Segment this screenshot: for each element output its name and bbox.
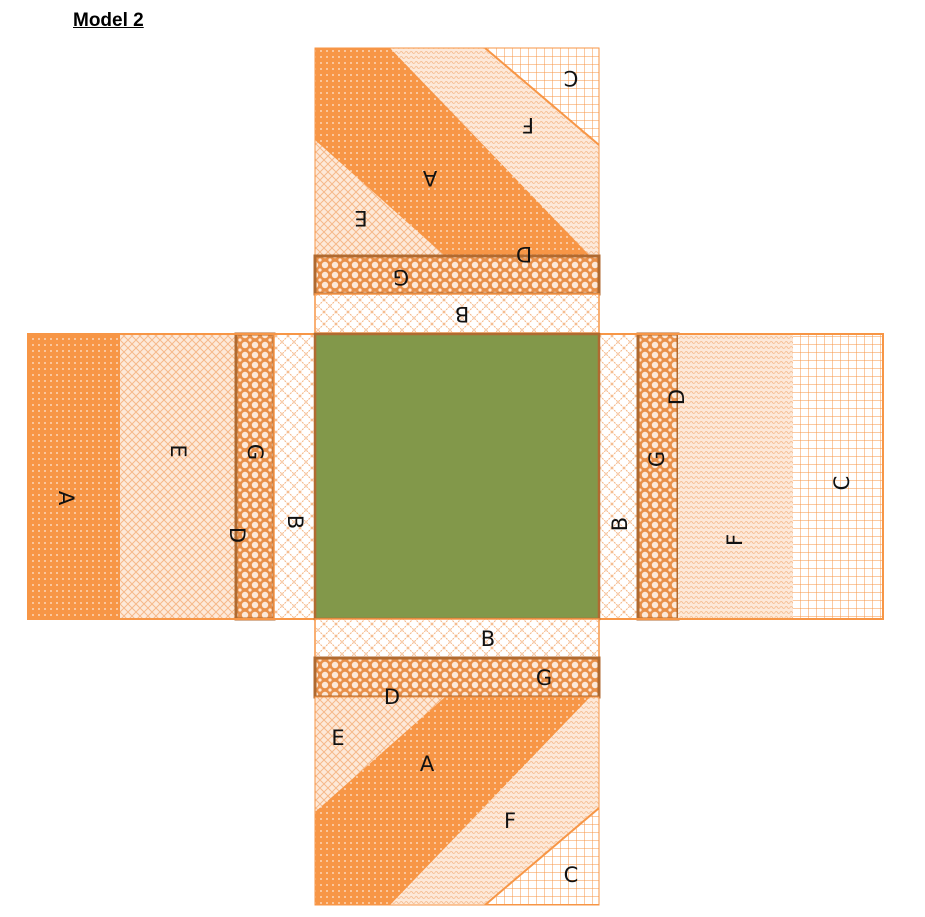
bottom-flap	[315, 697, 599, 905]
center-base	[313, 332, 601, 621]
right-b-strip	[598, 333, 639, 620]
label-bottom-e: E	[331, 726, 344, 750]
left-b-strip	[273, 333, 316, 620]
right-g-strip	[636, 332, 680, 621]
model-title: Model 2	[73, 10, 144, 31]
left-g-strip	[234, 332, 276, 621]
label-bottom-c: C	[564, 863, 579, 887]
label-left-g: G	[243, 444, 267, 460]
label-bottom-f: F	[504, 809, 516, 833]
label-bottom-a: A	[420, 752, 435, 776]
label-right-f: F	[723, 534, 747, 546]
label-top-a: A	[422, 166, 437, 190]
label-top-b: B	[455, 302, 469, 326]
label-top-d: D	[516, 242, 532, 266]
label-left-e: E	[166, 444, 190, 457]
left-e-panel	[120, 334, 236, 619]
label-top-g: G	[393, 265, 409, 289]
bottom-g-strip	[313, 656, 601, 699]
top-flap	[315, 48, 599, 256]
top-g-strip	[313, 254, 601, 296]
label-bottom-g: G	[536, 666, 552, 690]
label-left-a: A	[54, 491, 78, 506]
label-left-b: B	[283, 515, 307, 529]
right-f-panel	[678, 334, 793, 619]
label-top-f: F	[522, 113, 534, 137]
label-right-d: D	[665, 389, 689, 405]
label-top-e: E	[354, 206, 367, 230]
right-c-panel	[793, 334, 883, 619]
label-top-c: C	[564, 66, 579, 90]
label-right-c: C	[830, 476, 854, 491]
label-bottom-b: B	[481, 627, 495, 651]
label-right-b: B	[608, 517, 632, 531]
bottom-b-strip	[314, 618, 600, 659]
label-bottom-d: D	[384, 685, 400, 709]
label-left-d: D	[225, 527, 249, 543]
left-a-panel	[28, 334, 120, 619]
label-right-g: G	[645, 451, 669, 467]
top-b-strip	[314, 293, 600, 334]
